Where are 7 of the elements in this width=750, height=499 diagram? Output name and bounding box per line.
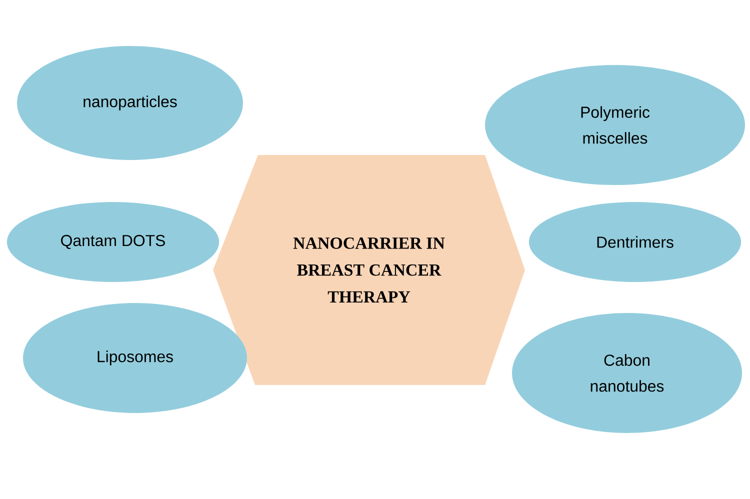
ellipse-node: nanoparticles xyxy=(17,46,243,160)
ellipse-node: Liposomes xyxy=(23,302,247,413)
hexagon-node: NANOCARRIER IN BREAST CANCER THERAPY xyxy=(213,154,525,385)
ellipse-node: Qantam DOTS xyxy=(6,202,220,282)
ellipse-node: Polymeric miscelles xyxy=(485,65,745,185)
ellipse-node: Cabon nanotubes xyxy=(512,312,742,433)
ellipse-node: Dentrimers xyxy=(528,202,742,282)
